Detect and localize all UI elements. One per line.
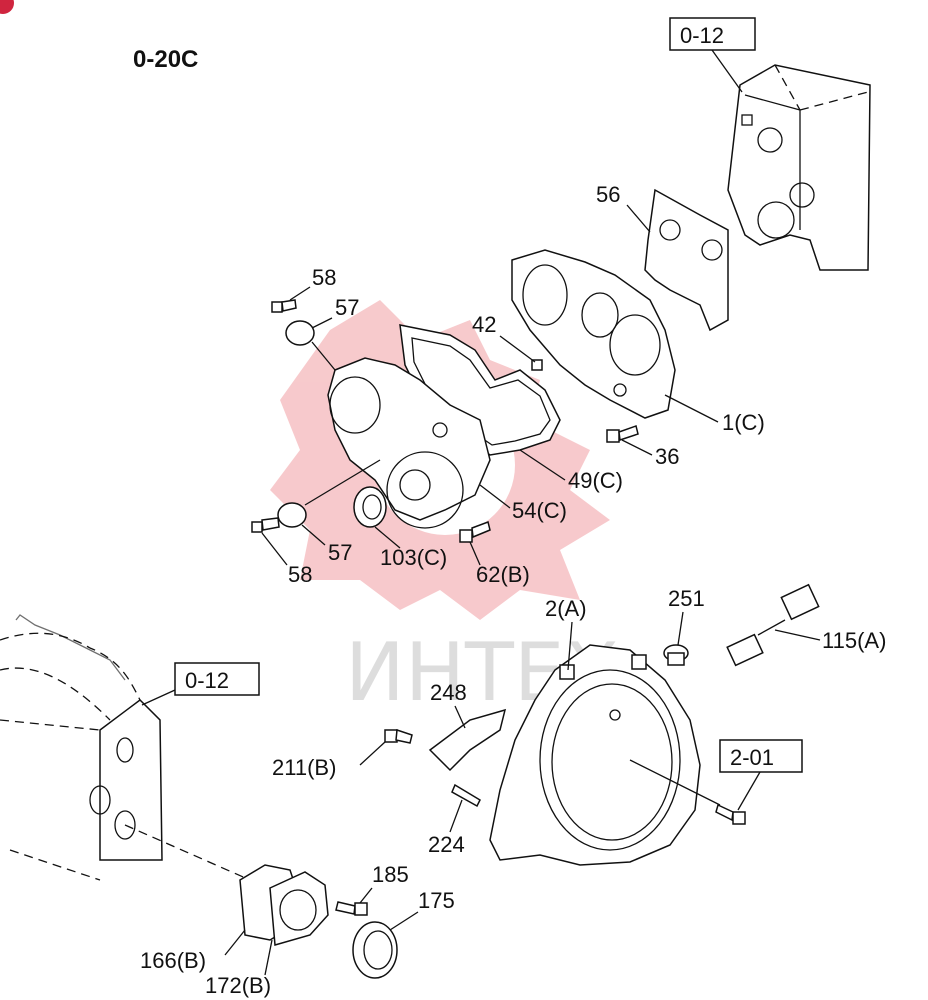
callout-42: 42 — [472, 312, 496, 337]
ref-top-text: 0-12 — [680, 23, 724, 48]
callout-58-top: 58 — [312, 265, 336, 290]
callout-211b: 211(B) — [272, 755, 336, 780]
ref-right-text: 2-01 — [730, 745, 774, 770]
callout-57-bottom: 57 — [328, 540, 352, 565]
bolt-211b — [384, 728, 413, 744]
gasket-56 — [644, 188, 729, 332]
callout-185: 185 — [372, 862, 409, 887]
callout-49c: 49(C) — [568, 468, 623, 493]
engine-block-left — [0, 614, 163, 881]
sensor-115a — [726, 583, 820, 667]
callout-1c: 1(C) — [722, 410, 765, 435]
callout-56: 56 — [596, 182, 620, 207]
bolt-2-01 — [715, 803, 746, 825]
timing-case-1c — [511, 249, 676, 419]
stud-224 — [451, 783, 481, 808]
bolt-58-bottom — [251, 517, 280, 533]
callout-62b: 62(B) — [476, 562, 530, 587]
ref-box-right[interactable] — [719, 739, 803, 773]
cap-57-top — [285, 320, 315, 346]
bolt-62b — [459, 521, 491, 543]
engine-block-top — [727, 64, 871, 271]
seal-103c — [353, 486, 387, 528]
callout-2a: 2(A) — [545, 596, 587, 621]
ref-box-left[interactable] — [174, 662, 260, 696]
callout-57-top: 57 — [335, 295, 359, 320]
bolt-185 — [335, 901, 368, 916]
diagram-title: 0-20C — [133, 46, 198, 73]
cap-57-bottom — [277, 502, 307, 528]
callout-224: 224 — [428, 832, 465, 857]
callout-103c: 103(C) — [380, 545, 447, 570]
plug-251 — [663, 644, 689, 666]
bolt-58-top — [271, 299, 297, 313]
callout-175: 175 — [418, 888, 455, 913]
callout-251: 251 — [668, 586, 705, 611]
ref-left-text: 0-12 — [185, 668, 229, 693]
plate-248 — [428, 708, 507, 772]
flywheel-housing-2a — [489, 644, 701, 866]
dowel-42 — [531, 359, 543, 371]
callout-58-bottom: 58 — [288, 562, 312, 587]
front-cover-54c — [327, 357, 491, 529]
seal-175 — [352, 921, 398, 979]
bolt-36 — [606, 425, 639, 443]
callout-54c: 54(C) — [512, 498, 567, 523]
corner-badge — [0, 0, 14, 14]
callout-166b: 166(B) — [140, 948, 206, 973]
callout-115a: 115(A) — [822, 628, 886, 653]
retainer-172b — [269, 871, 329, 946]
callout-36: 36 — [655, 444, 679, 469]
callout-248: 248 — [430, 680, 467, 705]
callout-172b: 172(B) — [205, 973, 271, 998]
